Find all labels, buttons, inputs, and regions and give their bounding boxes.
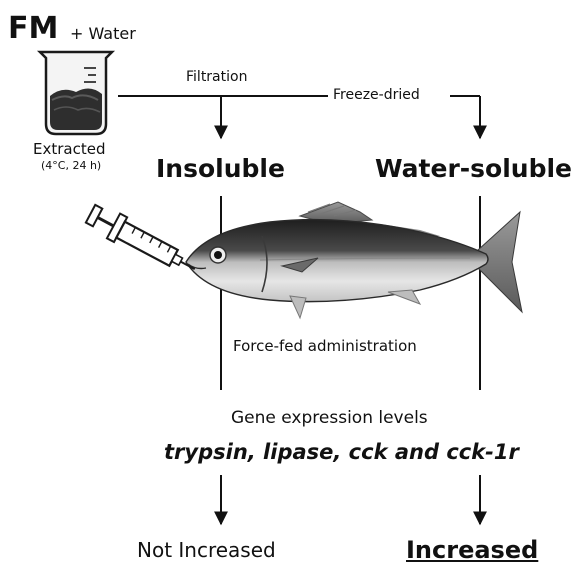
beaker-icon xyxy=(40,52,112,134)
fish-icon xyxy=(186,202,522,318)
water-soluble-title: Water-soluble xyxy=(375,156,572,181)
insoluble-result-label: Not Increased xyxy=(137,540,276,560)
fm-label: FM xyxy=(8,14,58,44)
syringe-icon xyxy=(84,201,201,281)
gene-expression-title: Gene expression levels xyxy=(231,410,428,427)
extracted-label: Extracted xyxy=(33,142,105,157)
extraction-conditions-label: (4°C, 24 h) xyxy=(41,160,101,171)
plus-water-label: + Water xyxy=(70,26,136,42)
water-soluble-result-label: Increased xyxy=(406,538,538,562)
administration-label: Force-fed administration xyxy=(233,339,417,354)
filtration-label: Filtration xyxy=(186,70,247,84)
insoluble-title: Insoluble xyxy=(156,156,285,181)
gene-list: trypsin, lipase, cck and cck-1r xyxy=(164,442,519,463)
freeze-dried-label: Freeze-dried xyxy=(333,88,420,102)
